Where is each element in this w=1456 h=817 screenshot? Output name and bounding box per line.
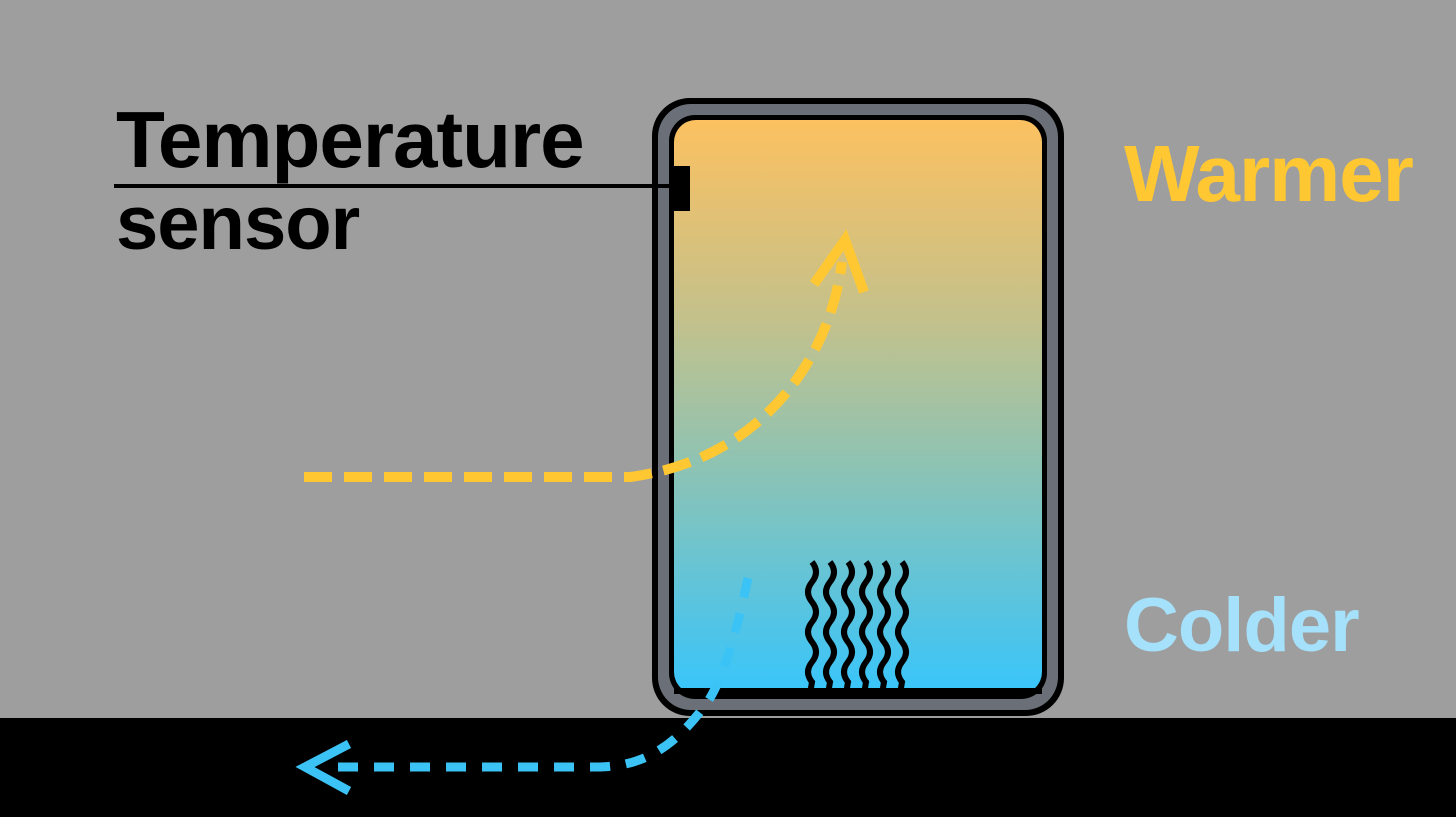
dashed-arrow-left-icon — [295, 577, 753, 795]
sensor-leader-line — [114, 184, 674, 188]
sensor-label-line2: sensor — [116, 181, 360, 266]
heater-coil-icon — [805, 560, 909, 695]
colder-label: Colder — [1124, 583, 1360, 668]
sensor-label-line1: Temperature — [116, 95, 585, 184]
warmer-label: Warmer — [1124, 129, 1414, 218]
temperature-sensor-icon — [672, 166, 690, 211]
floor — [0, 718, 1456, 817]
tank-water — [674, 120, 1042, 694]
dashed-arrow-up-icon — [304, 229, 869, 482]
tank — [652, 98, 1064, 716]
